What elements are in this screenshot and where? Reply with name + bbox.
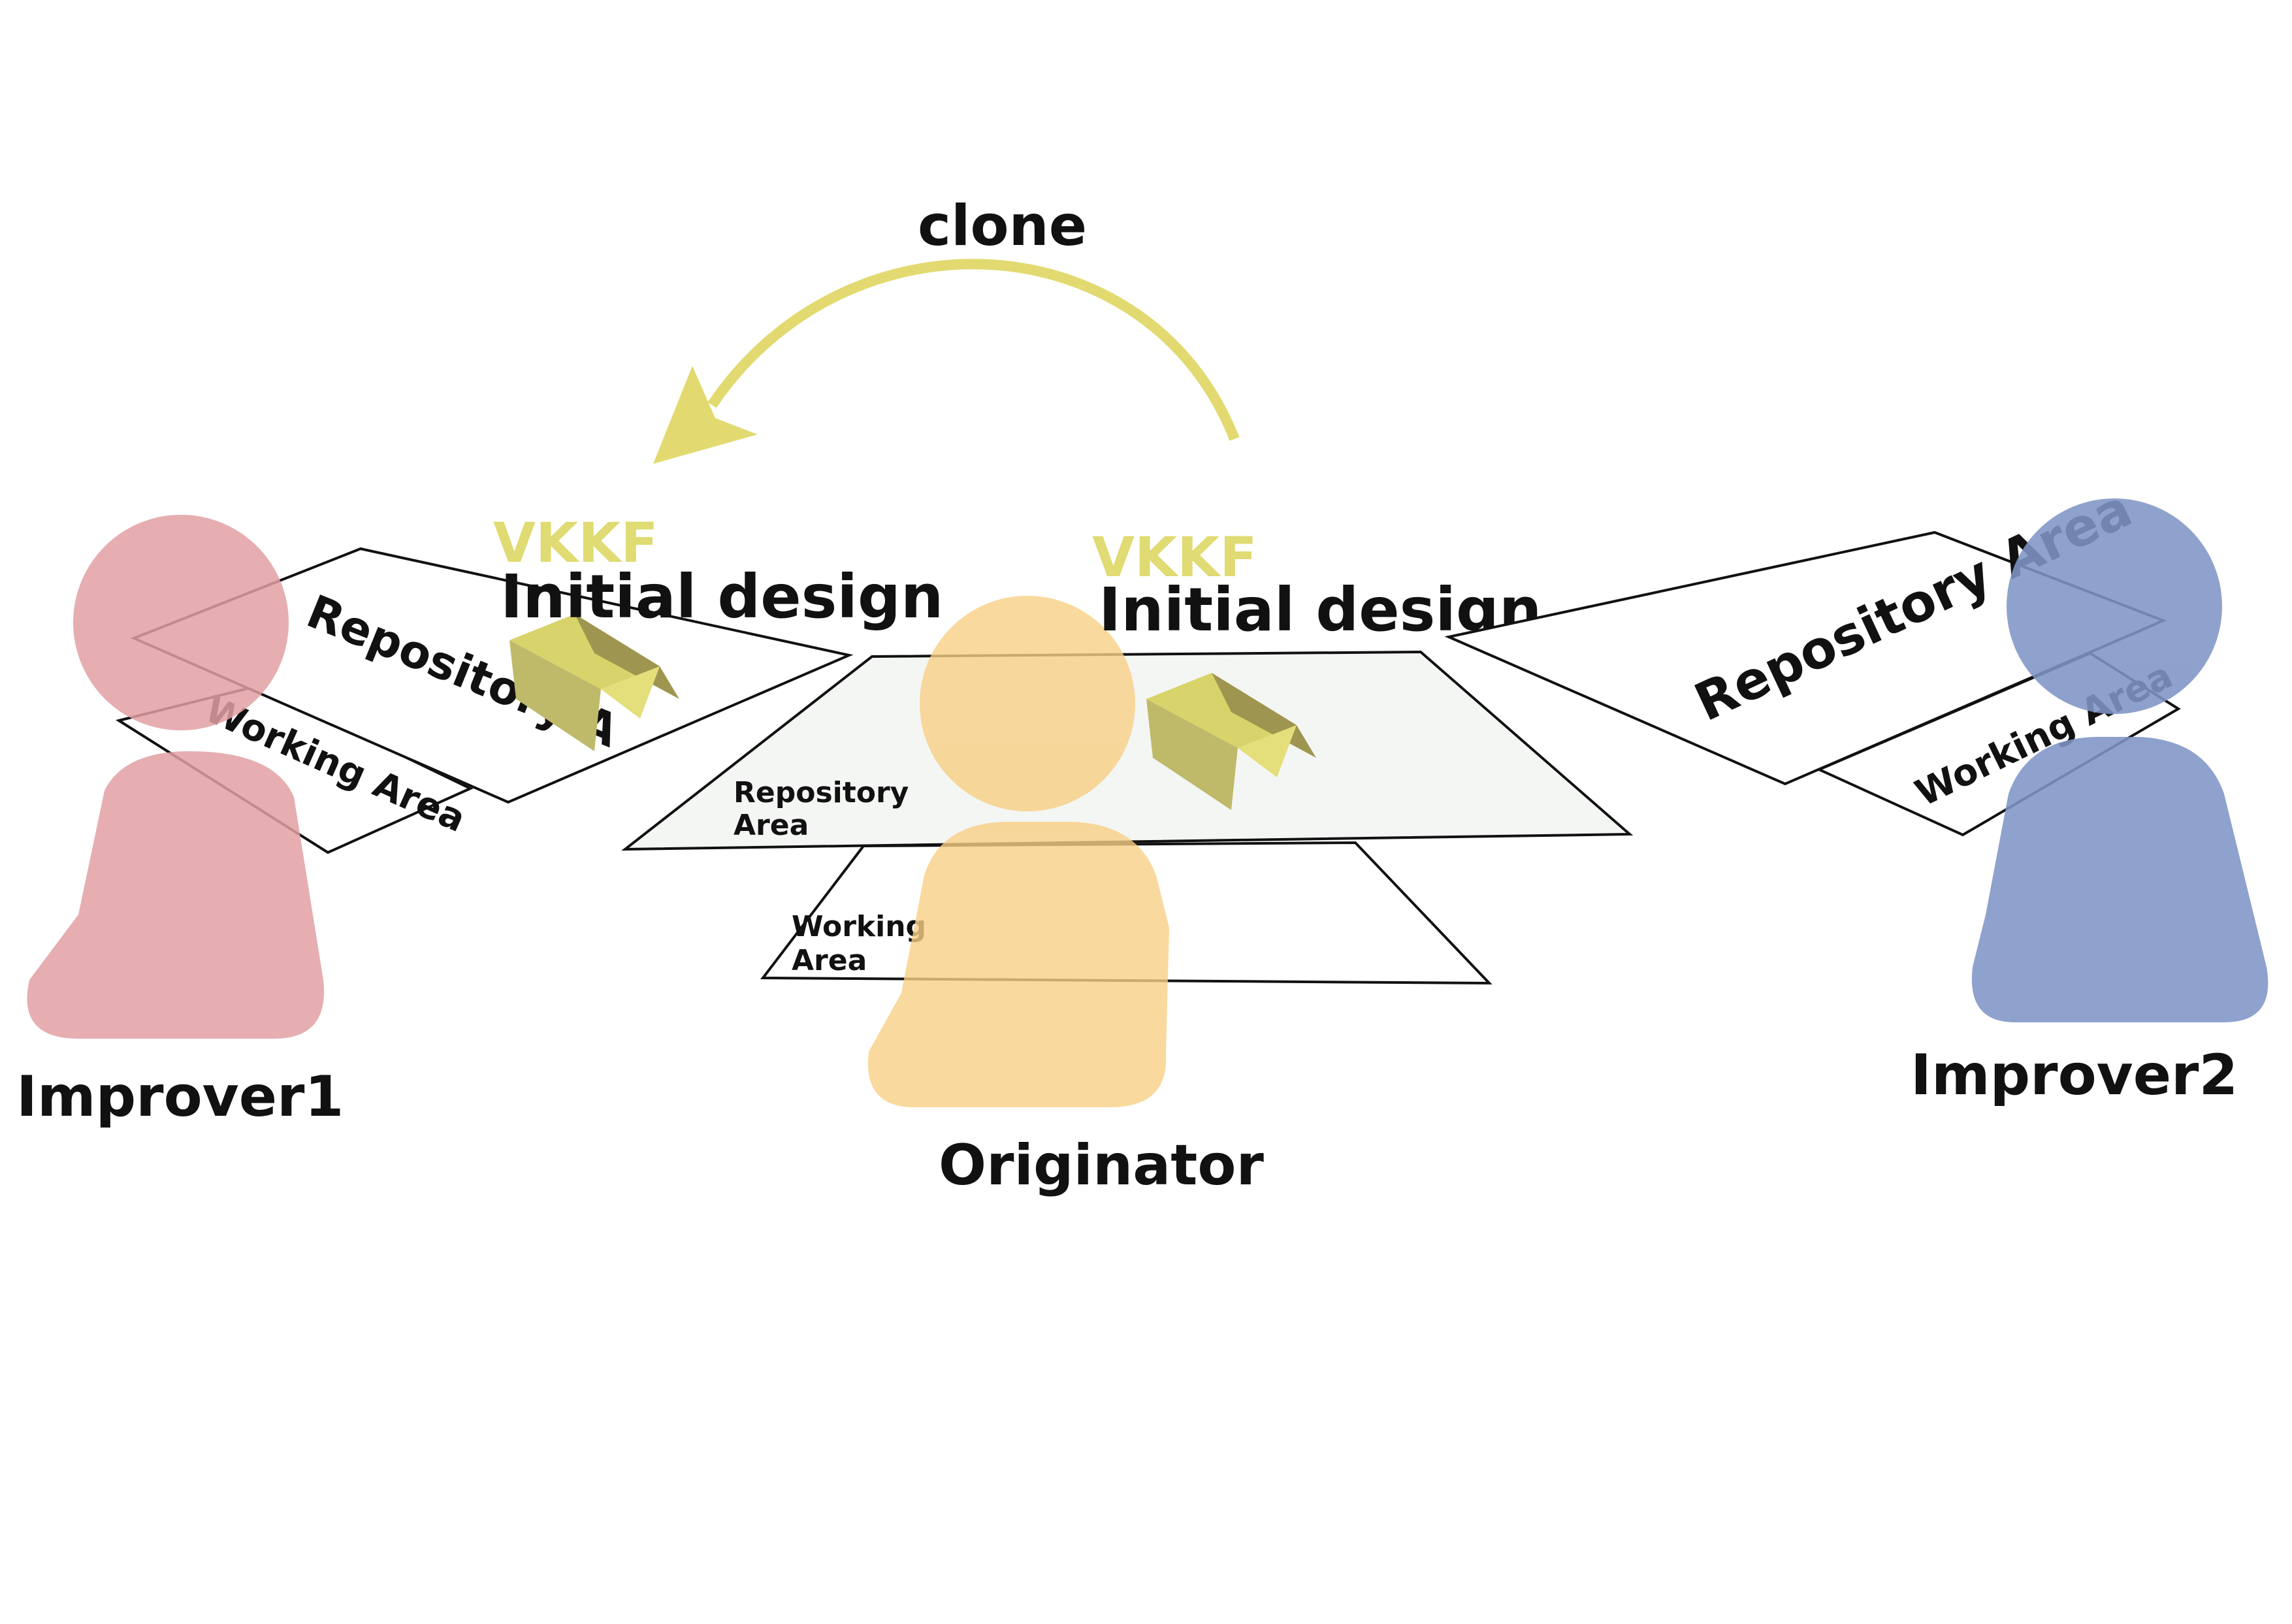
improver2-head [2007,498,2222,714]
originator-head [920,596,1135,811]
improver1-head [73,515,289,730]
originator-repository-label-2: Area [734,809,809,842]
clone-arrow: clone [653,193,1240,464]
improver1-person-icon [27,515,325,1039]
improver2-body [1971,737,2268,1022]
originator-person-icon [867,596,1169,1107]
originator-working-label-2: Area [792,944,867,977]
originator-repository-area: Repository Area [621,650,1634,851]
originator-working-label-1: Working [792,910,926,943]
improver2-person-icon [1971,498,2268,1022]
clone-label: clone [918,193,1087,259]
originator-vkkf-label: VKKF [1092,525,1257,589]
improver1-body [27,751,325,1039]
improver1-vkkf-label: VKKF [493,511,658,575]
originator-repository-label-1: Repository [734,776,909,809]
improver1-design-label: Initial design [500,562,943,632]
originator-body [867,822,1169,1107]
improver1-name: Improver1 [16,1064,344,1129]
originator-name: Originator [939,1133,1264,1198]
improver2-name: Improver2 [1911,1043,2238,1108]
